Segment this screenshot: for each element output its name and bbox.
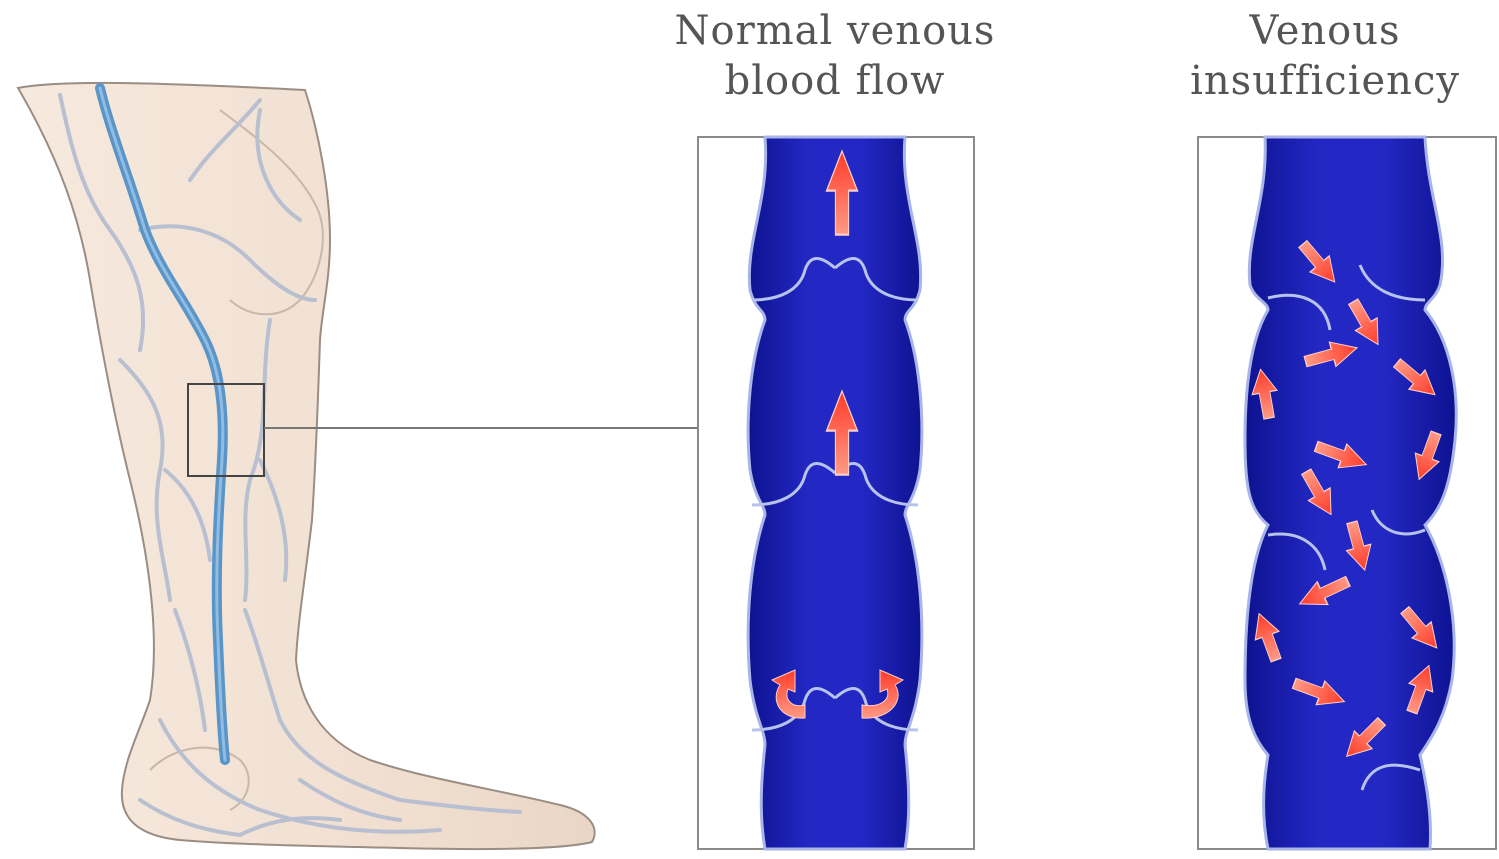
leg-silhouette [18,83,595,849]
insufficiency-title: Venous insufficiency [1160,6,1490,106]
insufficiency-title-line2: insufficiency [1160,56,1490,106]
normal-vein [748,137,922,849]
normal-flow-panel [698,137,974,849]
normal-flow-title-line2: blood flow [640,56,1030,106]
leg-illustration [18,83,595,849]
normal-flow-title: Normal venous blood flow [640,6,1030,106]
insufficiency-panel [1198,137,1496,849]
insufficiency-title-line1: Venous [1160,6,1490,56]
normal-flow-title-line1: Normal venous [640,6,1030,56]
